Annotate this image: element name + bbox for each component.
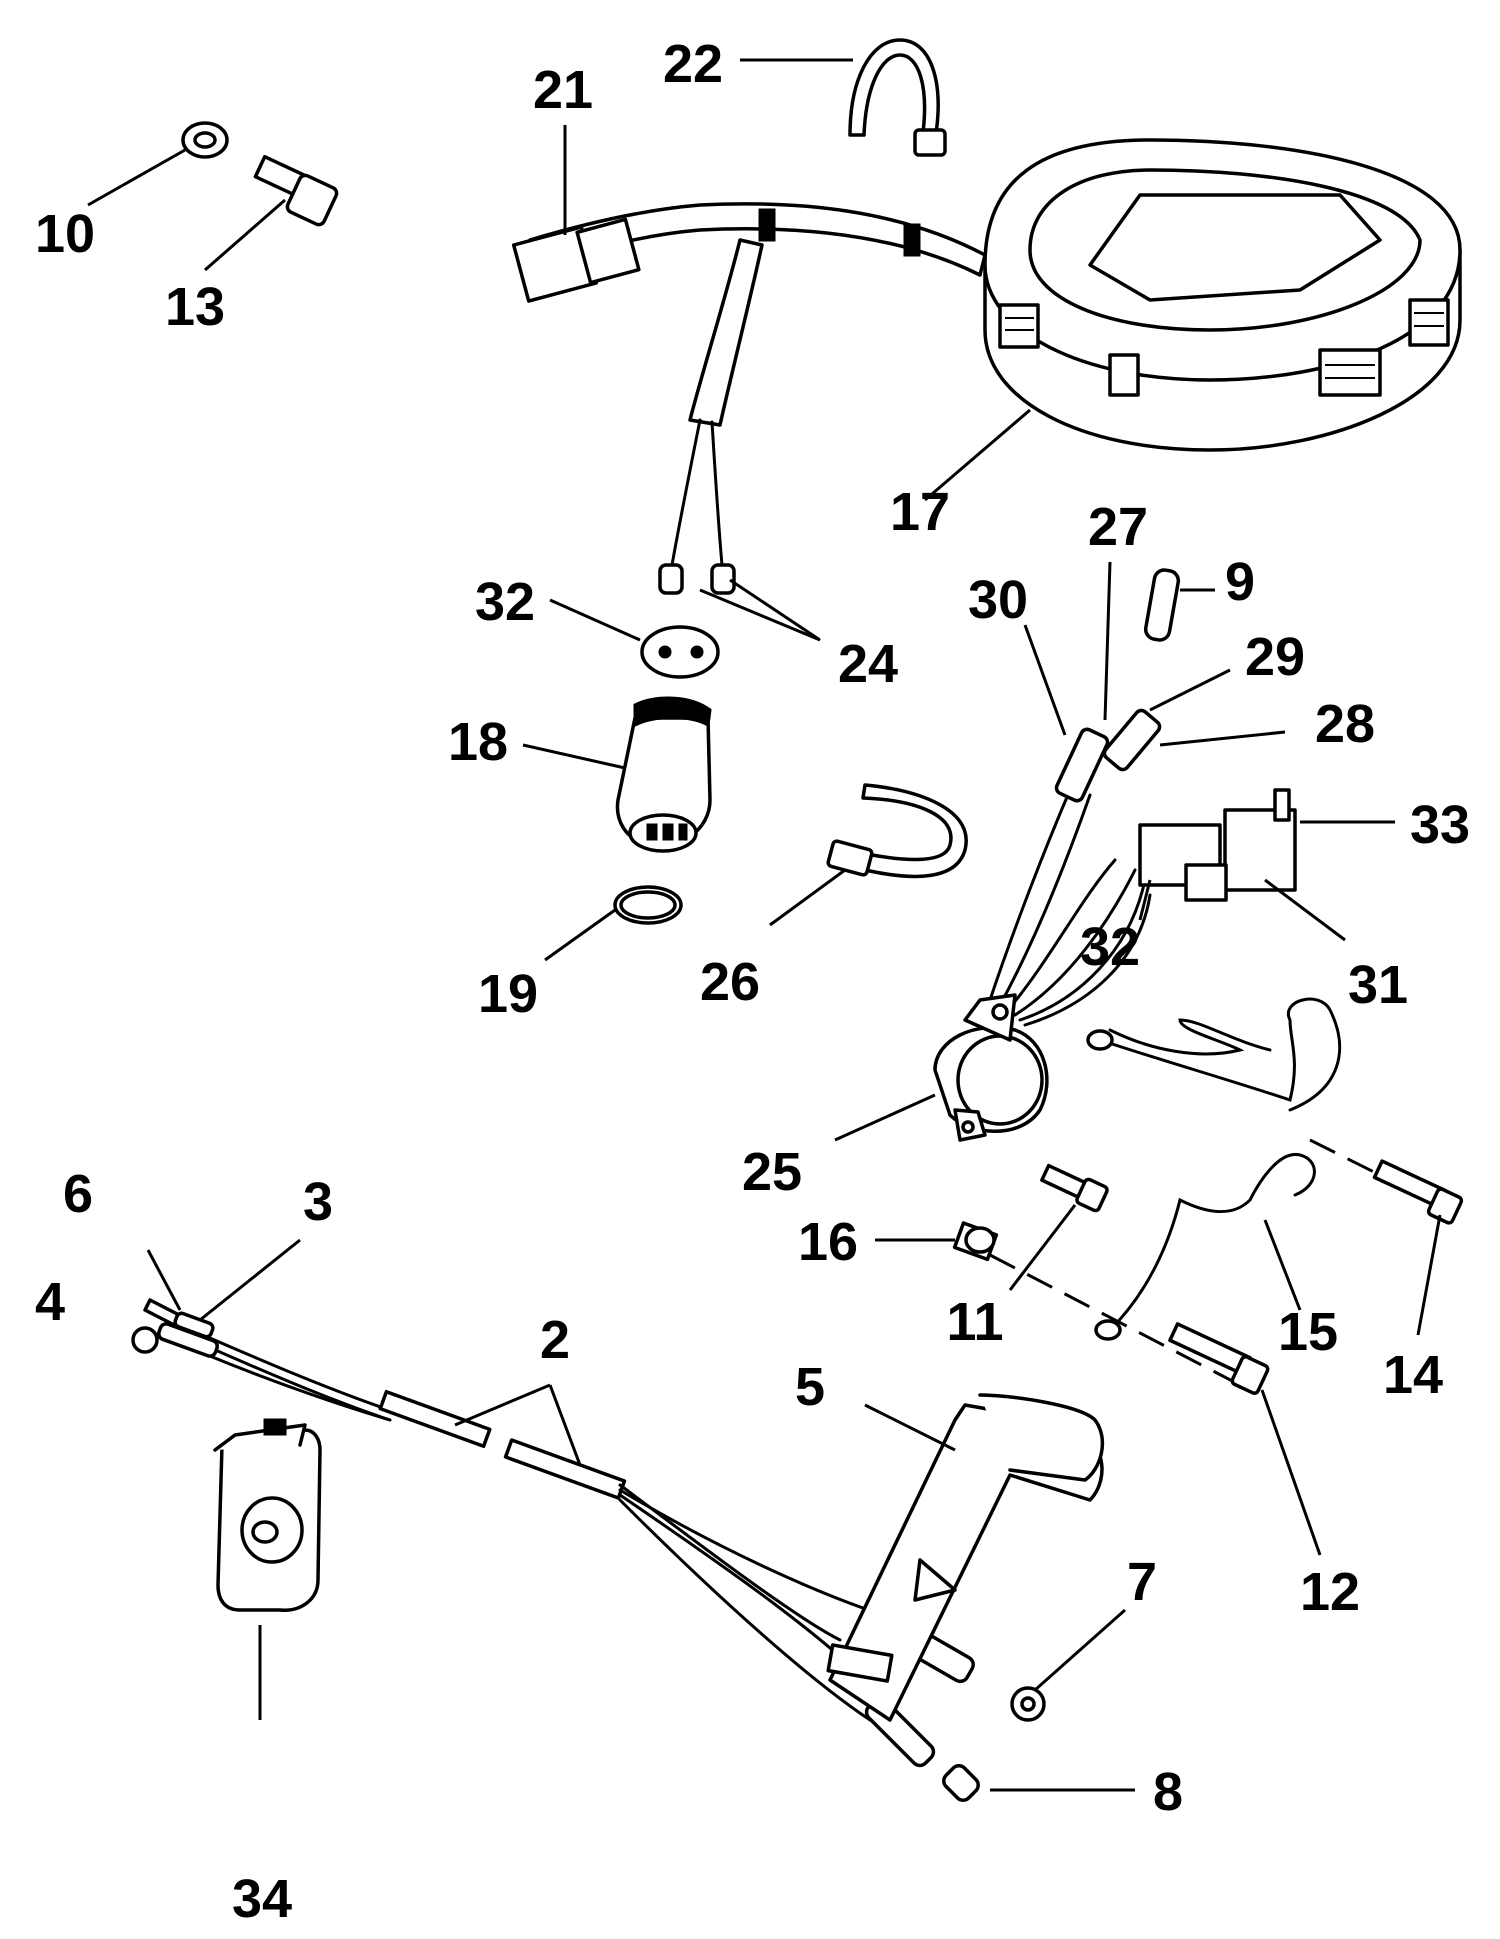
sleeve-part (1143, 568, 1181, 642)
callout-29: 29 (1245, 627, 1305, 687)
sensor-assembly-part (933, 708, 1297, 1142)
grommet-part (640, 625, 720, 679)
callout-26: 26 (700, 952, 760, 1012)
callout-32-grommet: 32 (475, 572, 535, 632)
callout-10: 10 (35, 204, 95, 264)
callout-33: 33 (1410, 795, 1470, 855)
callout-labels: 2 3 4 5 6 7 8 9 10 11 12 13 14 15 16 17 … (35, 34, 1470, 1929)
assembly-line (989, 1253, 1241, 1387)
callout-3: 3 (303, 1172, 333, 1232)
callout-8: 8 (1153, 1762, 1183, 1822)
cable-tie-part (826, 783, 968, 879)
callout-14: 14 (1383, 1345, 1443, 1405)
leader-lines (87, 58, 1442, 1792)
bracket-part (1086, 997, 1342, 1341)
callout-25: 25 (742, 1142, 802, 1202)
callout-24: 24 (838, 634, 898, 694)
callout-5: 5 (795, 1357, 825, 1417)
callout-13: 13 (165, 277, 225, 337)
callout-34: 34 (232, 1869, 292, 1929)
clip-part (213, 1418, 322, 1612)
callout-31: 31 (1348, 955, 1408, 1015)
stator-ring-part (983, 138, 1462, 452)
screw-13-part (253, 154, 339, 227)
callout-6: 6 (63, 1164, 93, 1224)
callout-7: 7 (1127, 1552, 1157, 1612)
screw-14-part (1372, 1159, 1464, 1225)
spacer-part (952, 1221, 999, 1262)
stator-harness-part (511, 202, 987, 595)
ignition-module-part (615, 696, 712, 853)
callout-32-connector: 32 (1080, 917, 1140, 977)
assembly-line (1309, 1138, 1391, 1182)
callout-17: 17 (890, 482, 950, 542)
callout-16: 16 (798, 1212, 858, 1272)
sleeve-boot-part (826, 1393, 1105, 1722)
callout-4: 4 (35, 1272, 65, 1332)
callout-19: 19 (478, 964, 538, 1024)
callout-9: 9 (1225, 552, 1255, 612)
callout-22: 22 (663, 34, 723, 94)
screw-11-part (1040, 1163, 1109, 1213)
lock-washer-part (181, 121, 229, 159)
callout-2: 2 (540, 1310, 570, 1370)
callout-30: 30 (968, 570, 1028, 630)
o-ring-part (613, 885, 683, 925)
callout-15: 15 (1278, 1302, 1338, 1362)
screw-12-part (1168, 1322, 1270, 1395)
callout-12: 12 (1300, 1562, 1360, 1622)
tie-strap-part (848, 38, 947, 157)
callout-27: 27 (1088, 497, 1148, 557)
callout-28: 28 (1315, 694, 1375, 754)
callout-11: 11 (946, 1292, 1003, 1352)
callout-21: 21 (533, 60, 593, 120)
callout-18: 18 (448, 712, 508, 772)
